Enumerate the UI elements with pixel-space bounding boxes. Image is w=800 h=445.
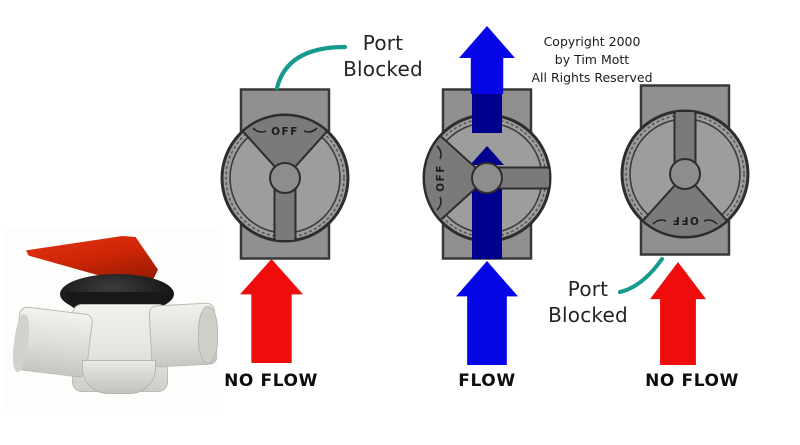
flow-band-bottom <box>472 183 502 259</box>
valve-handle: OFF <box>241 113 329 242</box>
valve-diagram-middle: OFF <box>422 88 552 260</box>
valve-photo <box>4 228 218 414</box>
off-flourish-right <box>652 219 667 225</box>
off-flourish-left <box>703 219 718 225</box>
flow-arrow-bottom <box>456 261 518 365</box>
port-blocked-annotation-left: Port Blocked <box>322 30 444 83</box>
valve-diagram-left: OFF <box>220 88 350 260</box>
off-flourish-right <box>303 127 318 133</box>
copyright-line-1: Copyright 2000 <box>543 34 641 49</box>
off-flourish-left <box>252 127 267 133</box>
flow-label-middle: FLOW <box>458 371 516 391</box>
copyright-notice: Copyright 2000 by Tim Mott All Rights Re… <box>497 33 687 87</box>
annotation-curve-right <box>618 257 664 294</box>
handle-hub <box>669 158 701 190</box>
photo-right-port-cap <box>198 306 218 364</box>
annotation-line-1: Port <box>567 277 609 301</box>
off-label: OFF <box>671 214 699 226</box>
flow-band-top <box>472 88 502 133</box>
handle-hub <box>269 162 301 194</box>
flow-label-right: NO FLOW <box>645 371 739 391</box>
off-flourish-left <box>436 196 442 211</box>
port-blocked-annotation-right: Port Blocked <box>540 276 636 329</box>
flow-band-arrowhead <box>470 146 504 165</box>
off-label: OFF <box>435 164 447 192</box>
valve-handle: OFF <box>641 110 729 239</box>
copyright-line-2: by Tim Mott <box>554 52 630 68</box>
photo-bottom-outlet <box>82 360 156 394</box>
flow-label-left: NO FLOW <box>224 371 318 391</box>
annotation-line-1: Port <box>362 31 404 55</box>
handle-wedge <box>422 134 489 222</box>
handle-wedge <box>641 172 729 239</box>
valve-handle: OFF <box>422 134 551 222</box>
off-label: OFF <box>271 126 299 138</box>
annotation-line-2: Blocked <box>548 303 628 328</box>
handle-hub <box>471 162 503 194</box>
copyright-line-3: All Rights Reserved <box>531 70 653 86</box>
valve-diagram-right: OFF <box>620 84 750 256</box>
handle-wedge <box>241 113 329 180</box>
annotation-line-2: Blocked <box>343 57 423 82</box>
off-flourish-right <box>436 145 442 160</box>
annotation-curve-left <box>274 44 348 91</box>
